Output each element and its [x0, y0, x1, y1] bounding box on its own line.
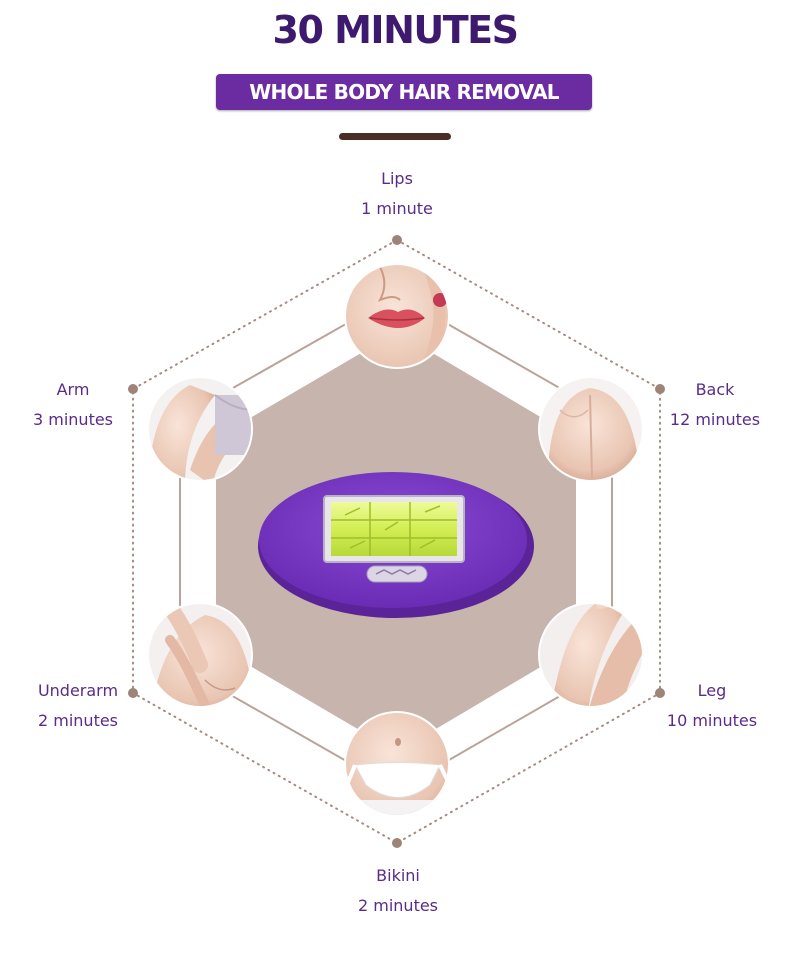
- zone-name: Leg: [697, 681, 727, 700]
- leg-photo: [538, 602, 644, 708]
- hexagon-vertex-dots: [128, 235, 665, 848]
- zone-time: 3 minutes: [32, 410, 114, 429]
- zone-name: Bikini: [376, 866, 420, 885]
- zone-label-underarm: Underarm 2 minutes: [3, 676, 153, 736]
- divider-bar: [339, 133, 451, 140]
- subtitle-banner: WHOLE BODY HAIR REMOVAL: [216, 74, 592, 110]
- lips-photo: [344, 263, 450, 369]
- page-title: 30 MINUTES: [272, 8, 519, 52]
- zone-label-bikini: Bikini 2 minutes: [323, 861, 473, 921]
- zone-name: Underarm: [37, 681, 119, 700]
- ipl-cartridge-device: [258, 472, 534, 618]
- zone-time: 2 minutes: [357, 896, 439, 915]
- zone-label-lips: Lips 1 minute: [322, 164, 472, 224]
- zone-name: Lips: [381, 169, 413, 188]
- zone-time: 12 minutes: [669, 410, 761, 429]
- zone-label-back: Back 12 minutes: [640, 375, 790, 435]
- bikini-photo: [344, 711, 450, 817]
- arm-photo: [147, 376, 253, 482]
- zone-label-arm: Arm 3 minutes: [0, 375, 148, 435]
- zone-name: Back: [695, 380, 735, 399]
- zone-name: Arm: [56, 380, 90, 399]
- underarm-photo: [147, 602, 253, 708]
- zone-time: 1 minute: [361, 199, 433, 218]
- zone-label-leg: Leg 10 minutes: [637, 676, 787, 736]
- zone-time: 10 minutes: [666, 711, 758, 730]
- zone-time: 2 minutes: [37, 711, 119, 730]
- back-photo: [538, 376, 644, 482]
